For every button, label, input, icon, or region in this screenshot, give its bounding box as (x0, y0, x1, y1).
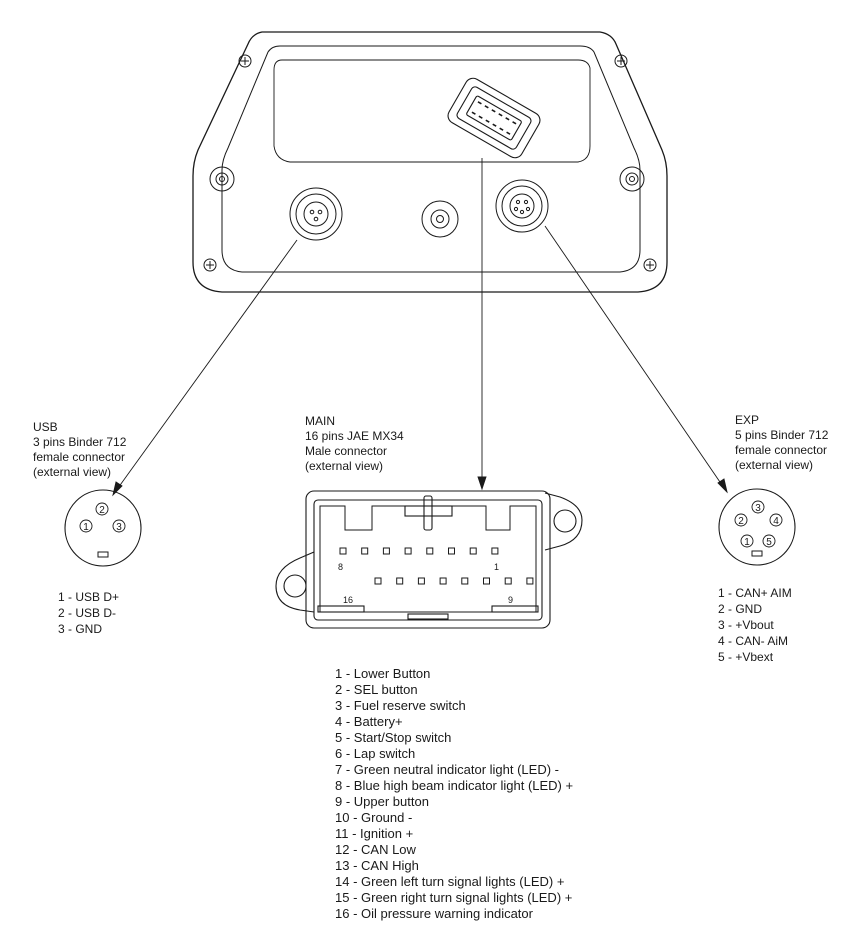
main-pin-square (361, 547, 369, 555)
main-pin-item: 1 - Lower Button (335, 666, 431, 681)
exp-socket (495, 179, 549, 233)
exp-pin-number: 3 (755, 503, 761, 514)
main-pin-square (526, 577, 534, 585)
main-pin-square (396, 577, 404, 585)
main-pin-item: 12 - CAN Low (335, 842, 416, 857)
main-pin-item: 7 - Green neutral indicator light (LED) … (335, 762, 559, 777)
main-pin-square (448, 547, 455, 555)
usb-socket (289, 187, 343, 241)
exp-type: female connector (735, 443, 828, 457)
exp-connector-face: 3 2 4 1 5 (718, 488, 796, 566)
usb-pin-list: 1 - USB D+ 2 - USB D- 3 - GND (58, 589, 119, 637)
main-pin-item: 2 - SEL button (335, 682, 418, 697)
usb-pin-item: 2 - USB D- (58, 606, 117, 620)
main-spec: 16 pins JAE MX34 (305, 429, 404, 443)
exp-spec: 5 pins Binder 712 (735, 428, 829, 442)
device-housing (192, 31, 668, 293)
main-pin-square (491, 547, 499, 555)
main-socket (447, 77, 541, 159)
main-title: MAIN (305, 414, 335, 428)
main-pin-square (469, 547, 477, 555)
usb-pin-item: 3 - GND (58, 622, 103, 636)
main-pin-square (439, 577, 447, 585)
main-pin-square (374, 577, 382, 585)
usb-pin-number: 2 (99, 505, 105, 516)
main-view: (external view) (305, 459, 384, 473)
main-pin-square (504, 577, 512, 585)
main-pin-item: 13 - CAN High (335, 858, 419, 873)
main-pin-item: 6 - Lap switch (335, 746, 416, 761)
exp-pin-number: 5 (766, 537, 772, 548)
exp-title: EXP (735, 413, 760, 427)
exp-pin-item: 2 - GND (718, 602, 763, 616)
main-type: Male connector (305, 444, 388, 458)
exp-view: (external view) (735, 458, 814, 472)
main-corner-label: 8 (338, 562, 343, 572)
main-corner-label: 9 (508, 595, 513, 605)
exp-pin-number: 4 (773, 516, 779, 527)
main-pin-square (339, 547, 347, 555)
exp-pin-item: 3 - +Vbout (718, 618, 774, 632)
usb-pin-number: 1 (83, 522, 89, 533)
main-pin-square (417, 577, 425, 585)
usb-spec: 3 pins Binder 712 (33, 435, 127, 449)
exp-pin-list: 1 - CAN+ AIM 2 - GND 3 - +Vbout 4 - CAN-… (718, 585, 792, 665)
main-pin-item: 4 - Battery+ (335, 714, 403, 729)
exp-pin-item: 1 - CAN+ AIM (718, 586, 792, 600)
main-pin-square (483, 577, 490, 585)
main-pin-item: 16 - Oil pressure warning indicator (335, 906, 533, 921)
usb-view: (external view) (33, 465, 112, 479)
main-pin-list: 1 - Lower Button 2 - SEL button 3 - Fuel… (335, 666, 573, 922)
main-pin-square (404, 547, 412, 555)
main-pin-item: 9 - Upper button (335, 794, 429, 809)
usb-title: USB (33, 420, 58, 434)
main-pin-item: 8 - Blue high beam indicator light (LED)… (335, 778, 574, 793)
main-connector-face (275, 490, 583, 629)
usb-pin-number: 3 (116, 522, 122, 533)
main-pin-square (426, 547, 434, 555)
main-pin-array (339, 547, 534, 585)
main-pin-item: 5 - Start/Stop switch (335, 730, 452, 745)
main-pin-item: 10 - Ground - (335, 810, 413, 825)
main-pin-item: 15 - Green right turn signal lights (LED… (335, 890, 573, 905)
leader-arrows (112, 158, 728, 497)
usb-pin-item: 1 - USB D+ (58, 590, 120, 604)
exp-pin-item: 4 - CAN- AiM (718, 634, 789, 648)
main-pin-square (382, 547, 390, 555)
usb-connector-face: 2 1 3 (64, 489, 142, 567)
exp-pin-number: 1 (744, 537, 750, 548)
exp-pin-number: 2 (738, 516, 744, 527)
usb-type: female connector (33, 450, 126, 464)
main-pin-square (461, 577, 469, 585)
main-pin-item: 14 - Green left turn signal lights (LED)… (335, 874, 565, 889)
main-pin-item: 3 - Fuel reserve switch (335, 698, 466, 713)
main-pin-item: 11 - Ignition + (335, 826, 414, 841)
exp-pin-item: 5 - +Vbext (718, 650, 774, 664)
main-corner-label: 1 (494, 562, 499, 572)
main-corner-label: 16 (343, 595, 353, 605)
mounting-screws (203, 54, 657, 272)
